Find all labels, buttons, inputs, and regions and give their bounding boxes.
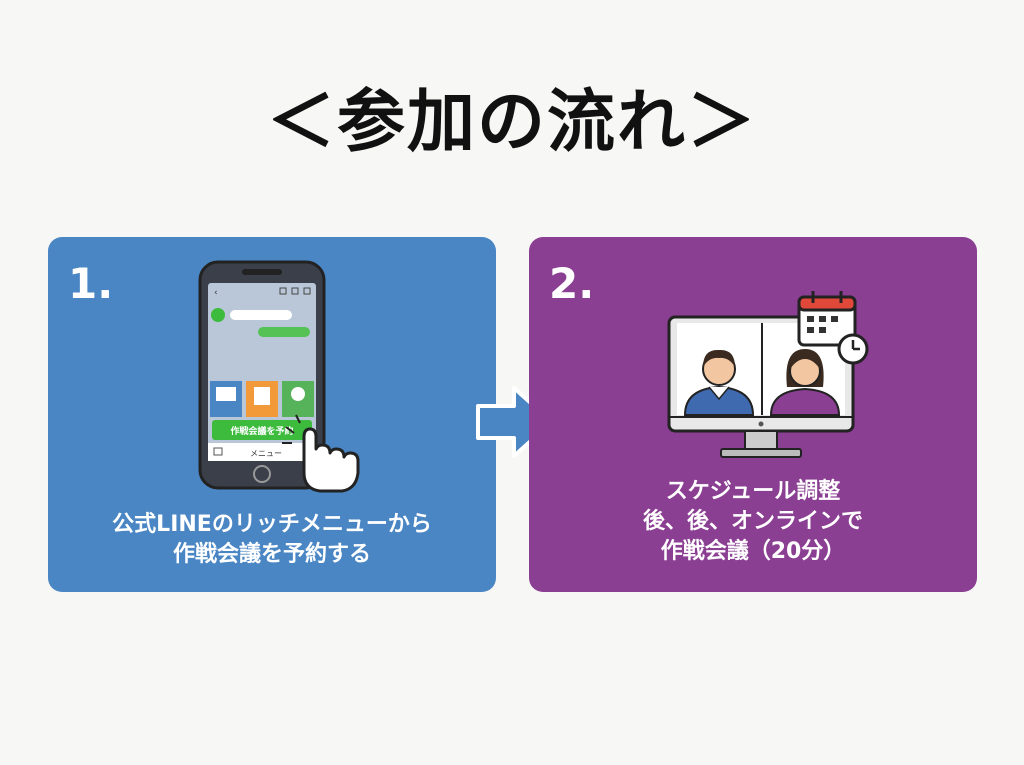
step-1-text: 公式LINEのリッチメニューから 作戦会議を予約する bbox=[48, 510, 496, 570]
clock-icon bbox=[837, 333, 869, 365]
step-2-card: 2. bbox=[529, 237, 977, 592]
step-2-line-2: 後、後、オンラインで bbox=[642, 509, 863, 534]
step-1-number: 1. bbox=[68, 259, 114, 308]
step-1-card: 1. ‹ 作戦会議を予約 メニュー bbox=[48, 237, 496, 592]
step-2-text: スケジュール調整 後、後、オンラインで 作戦会議（20分） bbox=[529, 477, 977, 567]
man-avatar bbox=[683, 349, 755, 416]
svg-text:‹: ‹ bbox=[214, 288, 218, 298]
smartphone-icon: ‹ 作戦会議を予約 メニュー bbox=[198, 260, 360, 493]
phone-reserve-button-label: 作戦会議を予約 bbox=[230, 425, 293, 437]
video-call-monitor-icon bbox=[667, 291, 869, 458]
step-1-line-1: 公式LINEのリッチメニューから bbox=[112, 512, 432, 537]
step-2-line-3: 作戦会議（20分） bbox=[660, 539, 846, 564]
phone-menu-label: メニュー bbox=[250, 449, 282, 458]
woman-avatar bbox=[769, 349, 841, 416]
page-title: ＜参加の流れ＞ bbox=[266, 83, 757, 162]
calendar-icon bbox=[797, 291, 857, 347]
step-1-line-2: 作戦会議を予約する bbox=[172, 542, 371, 567]
hand-pointer-icon bbox=[282, 414, 360, 493]
step-2-number: 2. bbox=[549, 259, 595, 308]
step-2-line-1: スケジュール調整 bbox=[665, 479, 841, 504]
